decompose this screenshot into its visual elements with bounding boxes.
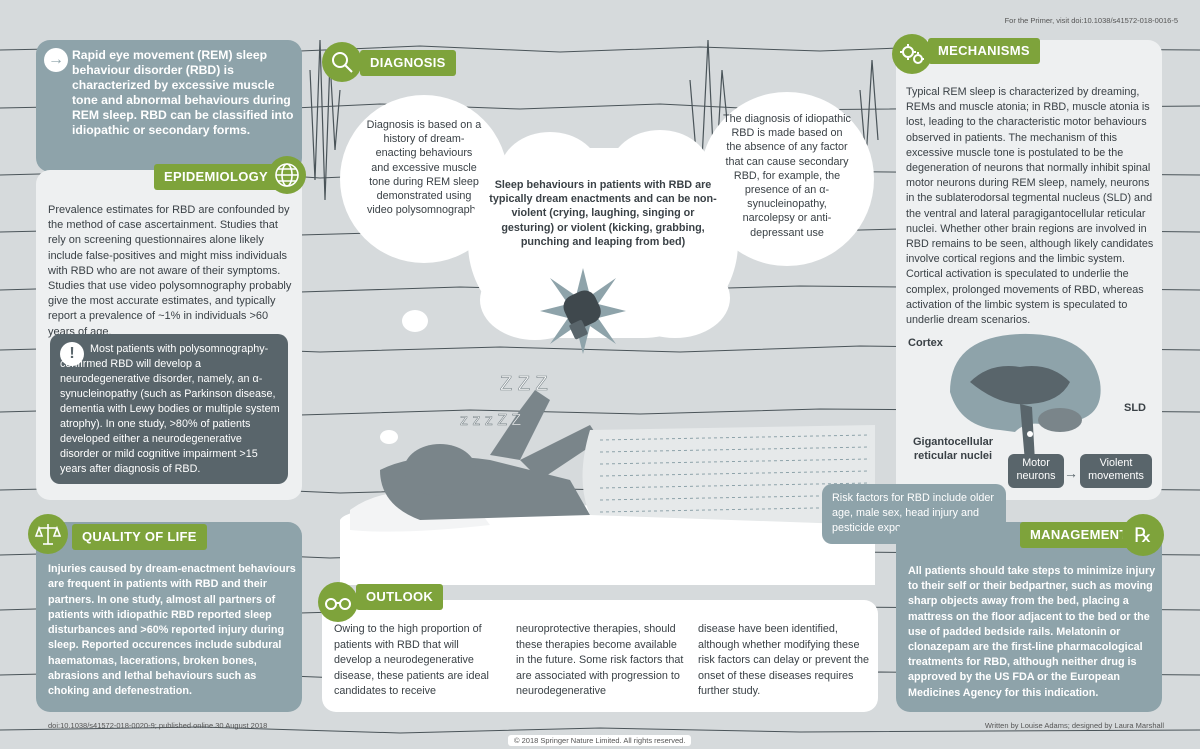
management-text: All patients should take steps to minimi… xyxy=(908,565,1156,699)
quality-of-life-title: QUALITY OF LIFE xyxy=(72,524,207,550)
outlook-title: OUTLOOK xyxy=(356,584,444,610)
intro-panel: → Rapid eye movement (REM) sleep behavio… xyxy=(36,40,302,172)
intro-text: Rapid eye movement (REM) sleep behaviour… xyxy=(72,48,294,137)
svg-text:Z Z Z: Z Z Z xyxy=(500,373,548,395)
outlook-panel: OUTLOOK Owing to the high proportion of … xyxy=(318,582,878,712)
outlook-col3: disease have been identified, although w… xyxy=(698,623,870,697)
callout-text: Most patients with polysomnography-confi… xyxy=(60,343,280,475)
binoculars-icon xyxy=(318,582,358,622)
svg-text:z z z Z Z: z z z Z Z xyxy=(460,412,522,429)
diagnosis-title: DIAGNOSIS xyxy=(360,50,456,76)
diagnosis-left-text: Diagnosis is based on a history of dream… xyxy=(366,119,482,217)
rx-icon: ℞ xyxy=(1122,514,1164,556)
primer-note: For the Primer, visit doi:10.1038/s41572… xyxy=(1004,16,1178,25)
quality-of-life-panel: QUALITY OF LIFE Injuries caused by dream… xyxy=(28,514,302,712)
footer-credits: Written by Louise Adams; designed by Lau… xyxy=(984,721,1164,730)
epidemiology-title: EPIDEMIOLOGY xyxy=(154,164,279,190)
brain-illustration xyxy=(950,333,1101,462)
epidemiology-text: Prevalence estimates for RBD are confoun… xyxy=(48,204,292,338)
label-gigantocellular: Gigantocellular reticular nuclei xyxy=(912,436,994,462)
globe-icon xyxy=(268,156,306,194)
sleeping-person-illustration: z z z Z Z Z Z Z xyxy=(340,373,875,585)
epidemiology-panel: EPIDEMIOLOGY Prevalence estimates for RB… xyxy=(36,156,306,500)
arrow-right-icon: → xyxy=(44,48,68,72)
mechanisms-text: Typical REM sleep is characterized by dr… xyxy=(906,86,1154,327)
dream-cloud-text: Sleep behaviours in patients with RBD ar… xyxy=(489,179,717,248)
thought-bubble xyxy=(380,430,398,444)
magnifier-icon xyxy=(322,42,362,82)
arrow-right-icon: → xyxy=(1064,465,1078,481)
footer-doi: doi:10.1038/s41572-018-0020-9; published… xyxy=(48,721,268,730)
exclamation-icon: ! xyxy=(60,342,84,366)
boxing-glove-icon xyxy=(540,268,626,354)
outlook-col1: Owing to the high proportion of patients… xyxy=(334,623,489,697)
diagnosis-right-text: The diagnosis of idiopathic RBD is made … xyxy=(723,113,851,239)
epidemiology-callout: ! Most patients with polysomnography-con… xyxy=(50,334,288,484)
violent-movements-box: Violent movements xyxy=(1080,454,1152,488)
mechanisms-title: MECHANISMS xyxy=(928,38,1040,64)
motor-neurons-box: Motor neurons xyxy=(1008,454,1064,488)
label-cortex: Cortex xyxy=(908,337,943,349)
footer-copyright: © 2018 Springer Nature Limited. All righ… xyxy=(508,735,692,746)
dream-cloud-puff xyxy=(500,132,600,212)
outlook-col2: neuroprotective therapies, should these … xyxy=(516,623,684,697)
management-panel: MANAGEMENT ℞ All patients should take st… xyxy=(896,514,1164,712)
quality-of-life-text: Injuries caused by dream-enactment behav… xyxy=(48,563,296,698)
management-title: MANAGEMENT xyxy=(1020,522,1138,548)
mechanisms-panel: MECHANISMS Typical REM sleep is characte… xyxy=(892,34,1162,500)
label-sld: SLD xyxy=(1124,402,1146,414)
gears-icon xyxy=(892,34,932,74)
scales-icon xyxy=(28,514,68,554)
thought-bubble xyxy=(402,310,428,332)
dream-cloud-puff xyxy=(620,258,730,338)
dream-cloud-puff xyxy=(610,130,710,210)
